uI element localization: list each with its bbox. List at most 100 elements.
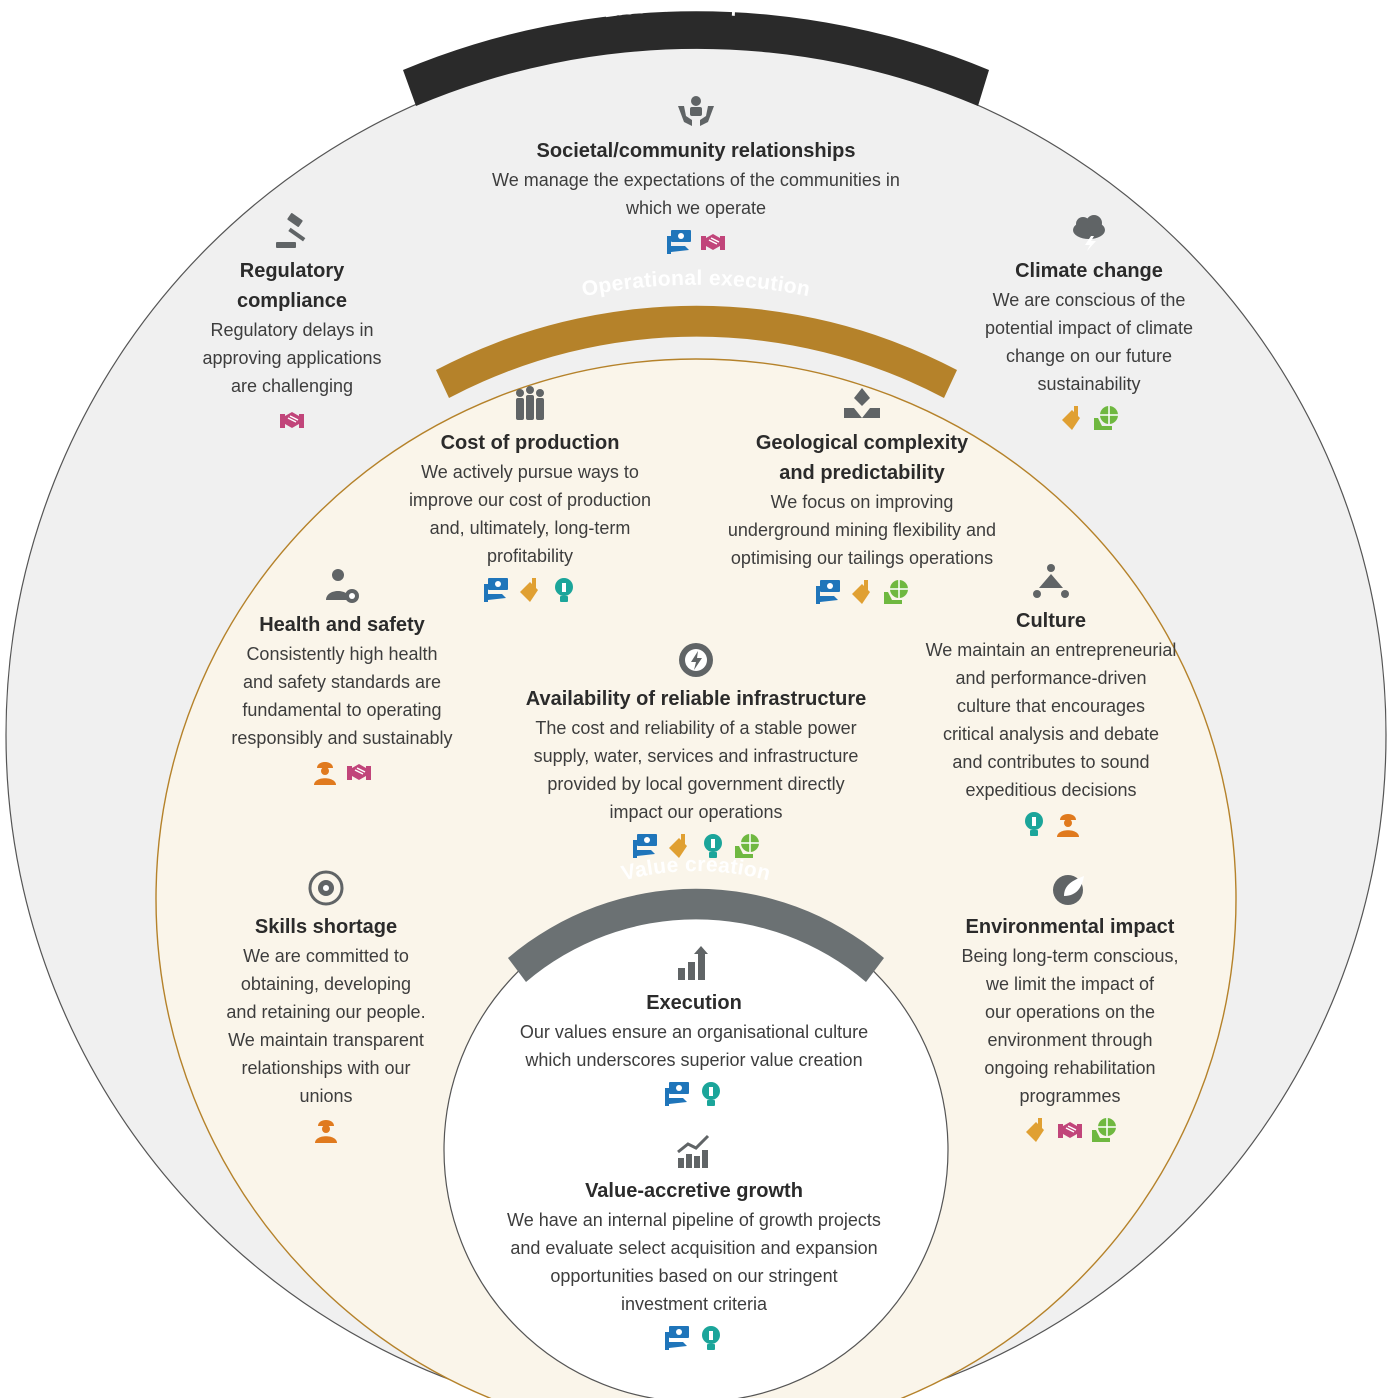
- human-capital-icon: [314, 762, 336, 785]
- topic-description-line: and safety standards are: [242, 672, 442, 692]
- middle-ring-circle: [155, 358, 1237, 1398]
- topic-description-line: profitability: [486, 546, 574, 566]
- manufactured-capital-icon: [520, 578, 538, 602]
- topic-description-line: ongoing rehabilitation: [984, 1058, 1156, 1078]
- people-hands-icon: [678, 96, 714, 126]
- topic-description-line: and contributes to sound: [952, 752, 1150, 772]
- topic-description-line: unions: [299, 1086, 353, 1106]
- topic-title: Availability of reliable infrastructure: [525, 688, 867, 710]
- intellectual-capital-icon: [1025, 812, 1043, 836]
- gavel-icon: [276, 213, 306, 248]
- financial-capital-icon: [816, 580, 840, 604]
- topic-description-line: programmes: [1019, 1086, 1121, 1106]
- topic-title: Geological complexity: [755, 432, 969, 454]
- topic-description-line: improve our cost of production: [408, 490, 652, 510]
- topic-block-cost: Cost of production We actively pursue way…: [385, 384, 675, 604]
- topic-description-line: and performance-driven: [955, 668, 1147, 688]
- outer-ring-label: Licence to operate: [602, 0, 797, 22]
- capital-icons: [496, 832, 896, 860]
- topic-description-line: are challenging: [230, 376, 354, 396]
- topic-description-line: optimising our tailings operations: [730, 548, 994, 568]
- manufactured-capital-icon: [1062, 406, 1080, 430]
- topic-description-line: We are conscious of the: [992, 290, 1186, 310]
- intellectual-capital-icon: [555, 578, 573, 602]
- topic-description-line: change on our future: [1005, 346, 1173, 366]
- topic-title: and predictability: [779, 462, 945, 484]
- manufactured-capital-icon: [1026, 1118, 1044, 1142]
- topic-description-line: Being long-term conscious,: [961, 946, 1179, 966]
- leaf-gear-icon: [1053, 875, 1084, 905]
- topic-description-line: our operations on the: [984, 1002, 1156, 1022]
- topic-description-line: We have an internal pipeline of growth p…: [507, 1210, 881, 1230]
- topic-block-culture: Culture We maintain an entrepreneurial and…: [916, 562, 1186, 838]
- topic-description-line: The cost and reliability of a stable pow…: [535, 718, 857, 738]
- cycle-gear-icon: [308, 870, 344, 906]
- capital-icons: [916, 810, 1186, 838]
- topic-description-line: culture that encourages: [956, 696, 1146, 716]
- topic-description-line: impact our operations: [609, 802, 783, 822]
- topic-title: Culture: [1016, 610, 1086, 632]
- network-icon: [1033, 564, 1069, 598]
- growth-chart-icon: [677, 1134, 710, 1168]
- natural-capital-icon: [735, 834, 759, 858]
- topic-description-line: supply, water, services and infrastructu…: [533, 746, 859, 766]
- topic-title: compliance: [236, 290, 348, 312]
- capital-icons: [436, 228, 956, 256]
- social-capital-icon: [1058, 1122, 1082, 1138]
- intellectual-capital-icon: [702, 1326, 720, 1350]
- topic-description-line: environment through: [987, 1030, 1153, 1050]
- financial-capital-icon: [665, 1082, 689, 1106]
- topic-description-line: We are committed to: [243, 946, 409, 966]
- human-capital-icon: [315, 1120, 337, 1143]
- topic-title: Climate change: [1015, 260, 1163, 282]
- topic-description-line: We maintain an entrepreneurial: [925, 640, 1177, 660]
- topic-description-line: and evaluate select acquisition and expa…: [510, 1238, 878, 1258]
- storm-cloud-icon: [1073, 215, 1105, 251]
- social-capital-icon: [701, 234, 725, 250]
- topic-description-line: potential impact of climate: [984, 318, 1194, 338]
- topic-title: Health and safety: [259, 614, 425, 636]
- topic-title: Cost of production: [440, 432, 620, 454]
- topic-description-line: We maintain transparent: [228, 1030, 424, 1050]
- bar-arrow-icon: [678, 946, 708, 980]
- topic-title: Execution: [646, 992, 742, 1014]
- topic-description-line: and retaining our people.: [226, 1002, 426, 1022]
- manufactured-capital-icon: [669, 834, 687, 858]
- people-group-icon: [516, 386, 544, 420]
- capital-icons: [702, 578, 1022, 606]
- capital-icons: [940, 1116, 1200, 1144]
- capital-icons: [212, 758, 472, 786]
- topic-description-line: We actively pursue ways to: [421, 462, 639, 482]
- intellectual-capital-icon: [702, 1082, 720, 1106]
- financial-capital-icon: [667, 230, 691, 254]
- topic-description-line: responsibly and sustainably: [231, 728, 453, 748]
- financial-capital-icon: [484, 578, 508, 602]
- topic-description-line: Our values ensure an organisational cult…: [519, 1022, 869, 1042]
- power-gear-icon: [679, 643, 713, 677]
- topic-description-line: opportunities based on our stringent: [550, 1266, 838, 1286]
- topic-title: Value-accretive growth: [585, 1180, 803, 1202]
- social-capital-icon: [280, 412, 304, 428]
- topic-title: Environmental impact: [965, 916, 1175, 938]
- topic-description-line: approving applications: [202, 348, 382, 368]
- capital-icons: [385, 576, 675, 604]
- natural-capital-icon: [884, 580, 908, 604]
- natural-capital-icon: [1092, 1118, 1116, 1142]
- topic-description-line: critical analysis and debate: [942, 724, 1160, 744]
- mountain-tools-icon: [844, 388, 880, 418]
- topic-description-line: We manage the expectations of the commun…: [492, 170, 900, 190]
- topic-description-line: which we operate: [625, 198, 767, 218]
- human-capital-icon: [1057, 814, 1079, 837]
- topic-description-line: We focus on improving: [770, 492, 954, 512]
- social-capital-icon: [347, 764, 371, 780]
- capital-icons: [474, 1324, 914, 1352]
- topic-description-line: which underscores superior value creatio…: [525, 1050, 863, 1070]
- topic-block-climate: Climate change We are conscious of the pot…: [959, 212, 1219, 432]
